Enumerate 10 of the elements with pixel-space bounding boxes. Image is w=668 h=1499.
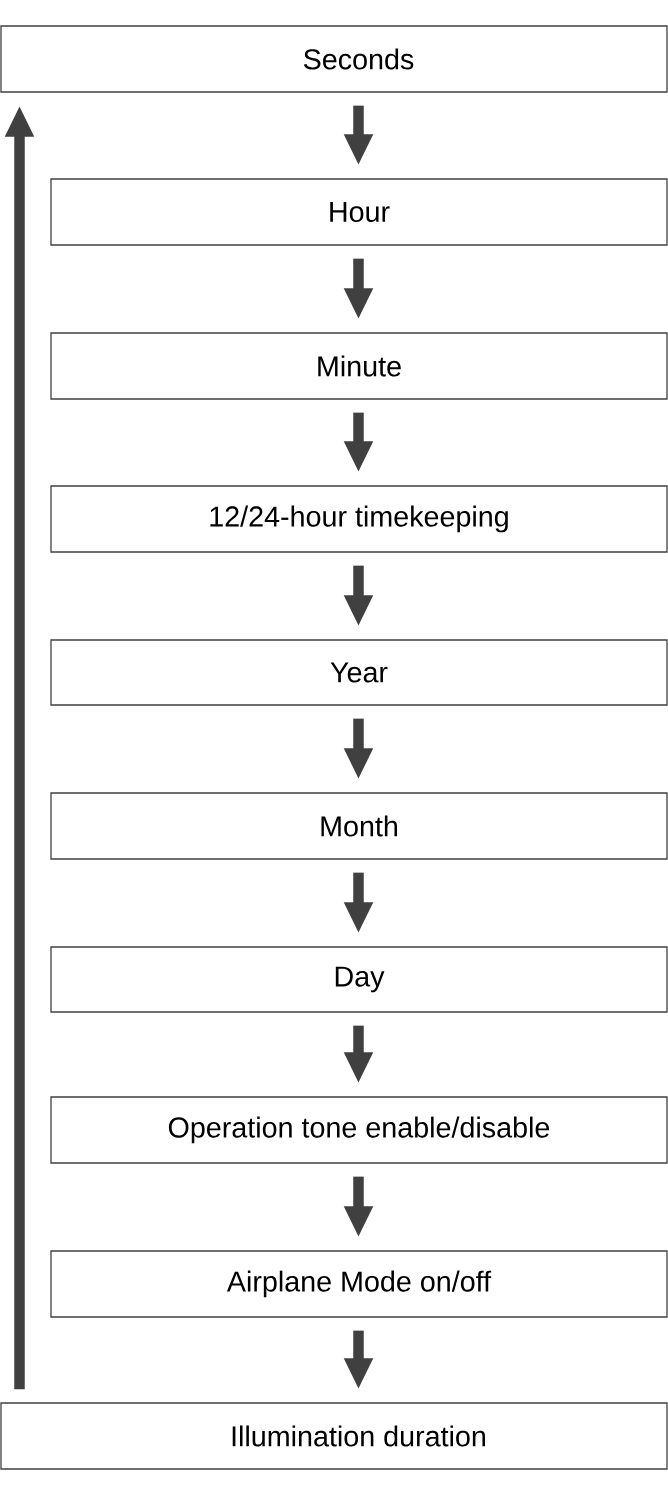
setting-box: Airplane Mode on/off: [50, 1250, 668, 1318]
setting-box: Hour: [50, 178, 668, 246]
setting-box: Illumination duration: [0, 1402, 668, 1470]
setting-box: Month: [50, 792, 668, 860]
setting-box: Year: [50, 639, 668, 706]
setting-box: Seconds: [0, 25, 668, 93]
setting-box: Day: [50, 946, 668, 1013]
setting-box: Operation tone enable/disable: [50, 1096, 668, 1164]
setting-box: Minute: [50, 332, 668, 400]
setting-box: 12/24-hour timekeeping: [50, 485, 668, 553]
